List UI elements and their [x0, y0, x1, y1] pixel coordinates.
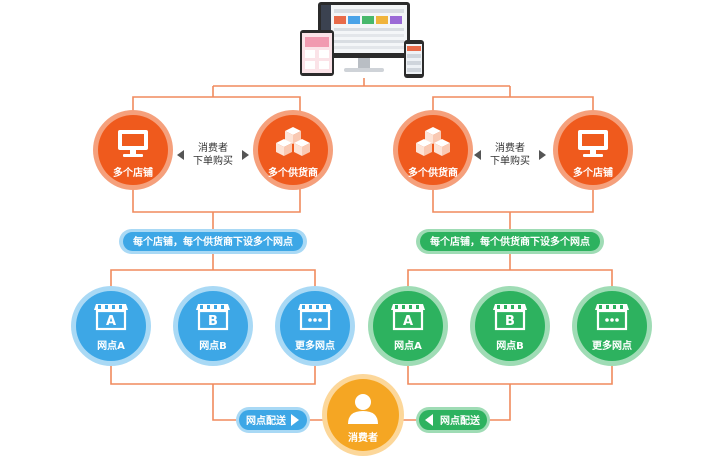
orange-node-label: 多个供货商 [268, 166, 318, 179]
delivery-pill-left: 网点配送 [236, 407, 310, 433]
connector-line [432, 182, 594, 213]
outlet-label: 网点B [496, 339, 524, 352]
outlet-shop-icon [298, 304, 332, 331]
orange-node: 多个供货商 [253, 110, 333, 190]
device-mockup-illustration [300, 2, 424, 78]
outlet-label: 更多网点 [592, 339, 632, 352]
pill-text: 每个店铺，每个供货商下设多个网点 [430, 235, 590, 248]
pill-text: 每个店铺，每个供货商下设多个网点 [133, 235, 293, 248]
orange-node: 多个店铺 [93, 110, 173, 190]
orange-node-label: 多个店铺 [113, 166, 153, 179]
outlet-node-blue: 更多网点 [275, 286, 355, 366]
orange-node: 多个供货商 [393, 110, 473, 190]
outlet-letter: A [403, 314, 413, 329]
outlet-shop-icon [595, 304, 629, 331]
middle-text-line1: 消费者 [495, 141, 525, 154]
outlet-node-green: A 网点A [368, 286, 448, 366]
consumer-node: 消费者 [322, 374, 404, 456]
orange-node-label: 多个供货商 [408, 166, 458, 179]
outlet-letter: B [208, 314, 218, 329]
pill-blue: 每个店铺，每个供货商下设多个网点 [119, 229, 307, 254]
connector-line [432, 96, 594, 118]
pill-green: 每个店铺，每个供货商下设多个网点 [416, 229, 604, 254]
store-icon [578, 130, 608, 157]
arrow-left-icon [425, 414, 433, 426]
outlet-label: 网点A [394, 339, 422, 352]
store-icon [118, 130, 148, 157]
outlet-letter: A [106, 314, 116, 329]
middle-text-line2: 下单购买 [193, 154, 233, 167]
arrow-left-icon [177, 150, 184, 160]
outlet-nodes: A 网点A B 网点B 更多网点 A 网点A B 网点B 更多网点 [71, 286, 652, 366]
arrow-right-icon [291, 414, 299, 426]
outlet-node-green: 更多网点 [572, 286, 652, 366]
outlet-shop-icon: B [196, 304, 230, 331]
supplier-boxes-icon [276, 127, 310, 156]
delivery-pill-right: 网点配送 [416, 407, 490, 433]
consumer-section: 消费者 网点配送 网点配送 [236, 374, 490, 456]
orange-node: 多个店铺 [553, 110, 633, 190]
connector-lines [110, 78, 613, 421]
connector-line [132, 96, 301, 118]
arrow-right-icon [539, 150, 546, 160]
outlet-label: 网点A [97, 339, 125, 352]
outlet-shop-icon: A [94, 304, 128, 331]
middle-text-line2: 下单购买 [490, 154, 530, 167]
outlet-shop-icon: B [493, 304, 527, 331]
connector-line [407, 269, 613, 290]
arrow-right-icon [242, 150, 249, 160]
top-groups: 多个店铺多个供货商消费者下单购买多个供货商多个店铺消费者下单购买 [93, 110, 633, 190]
consumer-label: 消费者 [348, 431, 378, 444]
delivery-text: 网点配送 [246, 414, 287, 427]
outlet-node-green: B 网点B [470, 286, 550, 366]
orange-node-label: 多个店铺 [573, 166, 613, 179]
person-icon [348, 394, 378, 424]
outlet-label: 网点B [199, 339, 227, 352]
outlet-label: 更多网点 [295, 339, 335, 352]
outlet-shop-icon: A [391, 304, 425, 331]
outlet-pills: 每个店铺，每个供货商下设多个网点 每个店铺，每个供货商下设多个网点 [119, 229, 604, 254]
delivery-text: 网点配送 [440, 414, 481, 427]
outlet-letter: B [505, 314, 515, 329]
connector-line [110, 269, 316, 290]
outlet-node-blue: A 网点A [71, 286, 151, 366]
arrow-left-icon [474, 150, 481, 160]
middle-text-line1: 消费者 [198, 141, 228, 154]
outlet-node-blue: B 网点B [173, 286, 253, 366]
supplier-boxes-icon [416, 127, 450, 156]
connector-line [132, 182, 301, 213]
